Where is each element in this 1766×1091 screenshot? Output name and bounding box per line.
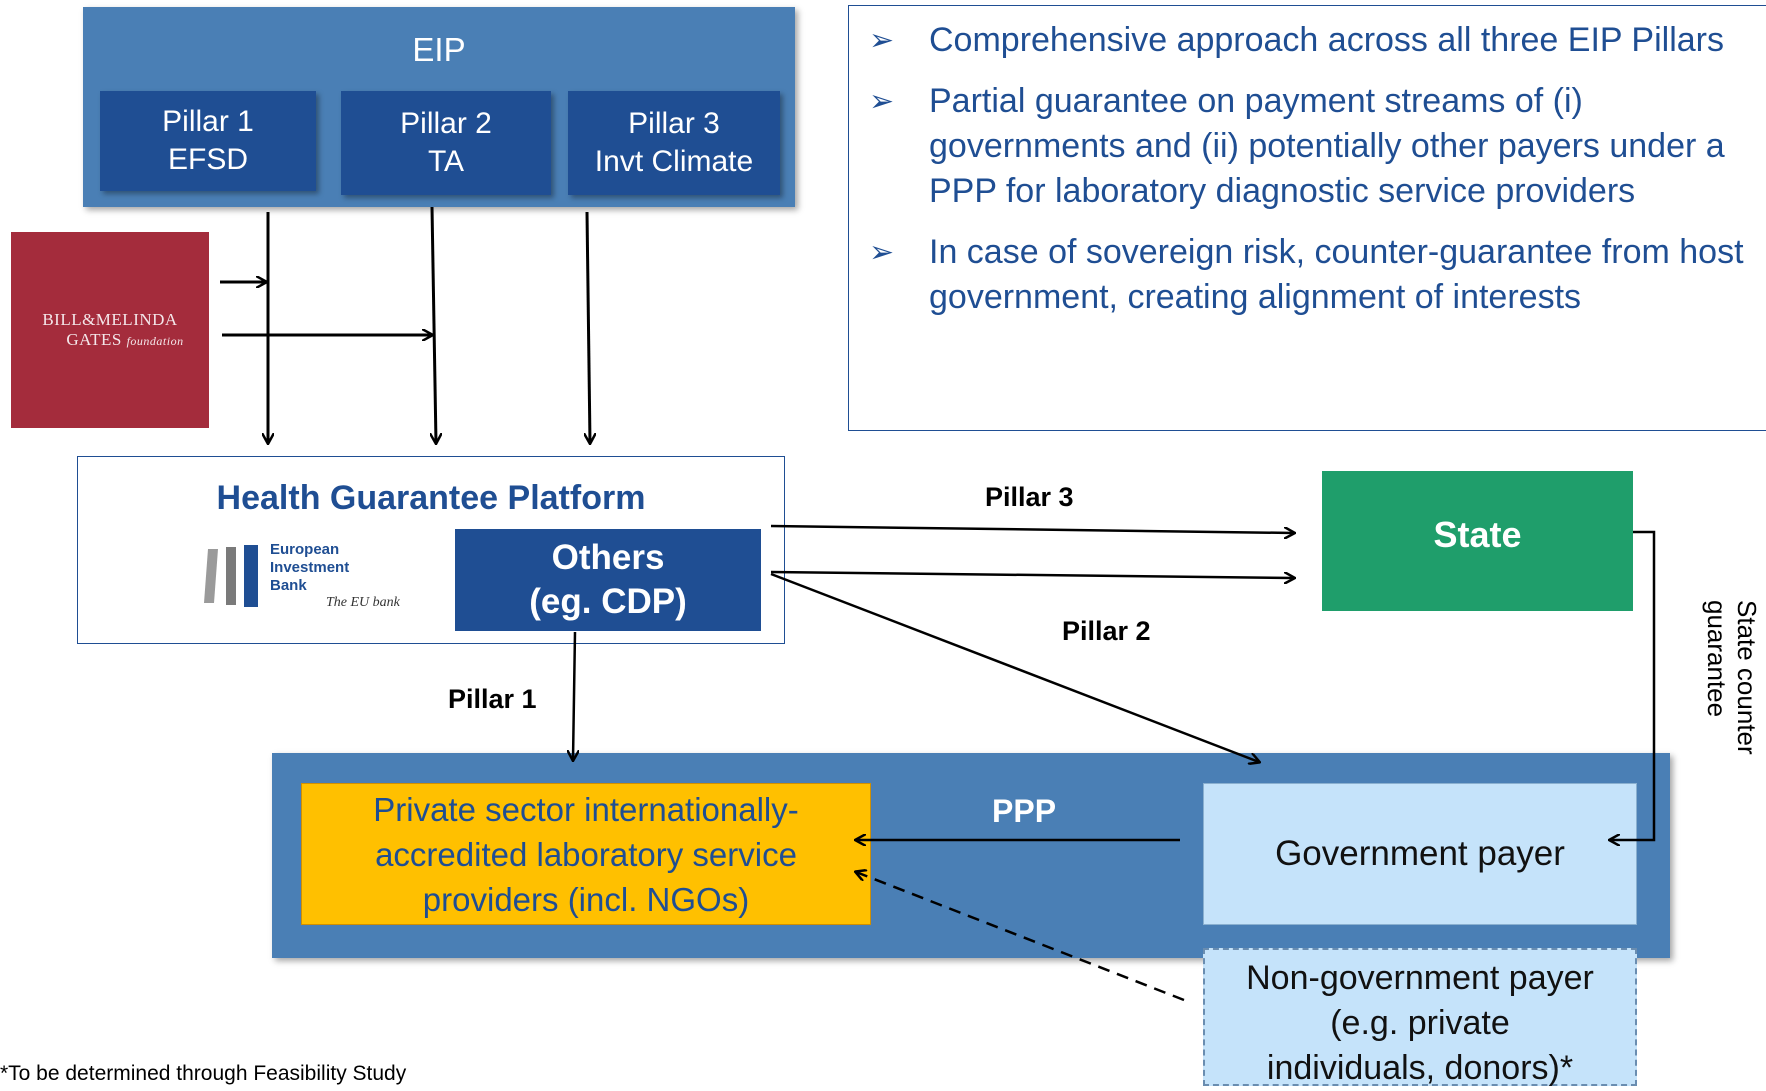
- arrow-bullet-icon: ➢: [869, 85, 895, 118]
- eip-container: EIP Pillar 1 EFSD Pillar 2 TA Pillar 3 I…: [83, 7, 795, 207]
- pillar-2-label: Pillar 2: [400, 107, 492, 140]
- arrow-pillar2-to-hgp: [432, 206, 436, 443]
- private-line1: Private sector internationally-: [373, 790, 799, 828]
- private-line2: accredited laboratory service: [375, 835, 797, 873]
- private-providers-box: Private sector internationally- accredit…: [301, 783, 871, 925]
- arrow-bullet-icon: ➢: [869, 24, 895, 57]
- pillar-2-box: Pillar 2 TA: [341, 91, 551, 195]
- state-label: State: [1433, 514, 1522, 555]
- pillar-2-flow-label: Pillar 2: [1062, 616, 1151, 646]
- state-counter-guarantee-label: State counter guarantee: [1702, 600, 1762, 755]
- arrow-hgp-to-state: [770, 570, 1294, 578]
- bullet-item: ➢In case of sovereign risk, counter-guar…: [849, 230, 1766, 320]
- health-guarantee-platform: Health Guarantee Platform European Inves…: [77, 456, 785, 644]
- gates-logo-line2: GATES foundation: [66, 330, 184, 349]
- private-line3: providers (incl. NGOs): [422, 880, 750, 918]
- eip-title: EIP: [412, 31, 466, 68]
- pillar-3-label: Pillar 3: [628, 107, 720, 140]
- footnote: *To be determined through Feasibility St…: [0, 1062, 407, 1085]
- arrow-state-counter-guarantee: [1610, 530, 1656, 840]
- others-box: Others (eg. CDP): [455, 529, 761, 631]
- state-box: State: [1322, 471, 1633, 611]
- hgp-title: Health Guarantee Platform: [216, 479, 646, 517]
- others-sub: (eg. CDP): [529, 582, 687, 621]
- gates-foundation-logo: BILL&MELINDA GATES foundation: [11, 232, 209, 428]
- pillar-1-label: Pillar 1: [162, 105, 254, 138]
- pillar-2-sub: TA: [427, 145, 465, 178]
- non-government-payer-box: Non-government payer (e.g. private indiv…: [1203, 948, 1637, 1087]
- pillar-1-sub: EFSD: [167, 143, 248, 176]
- eib-mark-icon: [204, 545, 258, 607]
- pillar-1-box: Pillar 1 EFSD: [100, 91, 316, 191]
- pillar-3-box: Pillar 3 Invt Climate: [568, 91, 780, 195]
- eib-name: European Investment Bank: [270, 541, 350, 594]
- eib-tagline: The EU bank: [326, 595, 400, 610]
- arrow-pillar3-to-hgp: [587, 211, 590, 443]
- arrow-bullet-icon: ➢: [869, 236, 895, 269]
- government-payer-label: Government payer: [1275, 834, 1565, 873]
- arrow-nongov-to-private: [856, 872, 1185, 1002]
- nongov-line2: (e.g. private: [1330, 1004, 1510, 1042]
- gates-logo-line1: BILL&MELINDA: [42, 310, 178, 329]
- pillar-3-flow-label: Pillar 3: [985, 482, 1074, 512]
- nongov-line3: individuals, donors)*: [1266, 1049, 1574, 1087]
- arrow-hgp-to-government-payer: [770, 572, 1259, 762]
- pillar-3-sub: Invt Climate: [594, 145, 754, 178]
- key-points-box: ➢Comprehensive approach across all three…: [848, 5, 1766, 431]
- arrow-others-to-private: [573, 631, 575, 760]
- pillar-1-flow-label: Pillar 1: [448, 684, 537, 714]
- arrow-hgp-to-state-pillar3: [770, 524, 1294, 533]
- eib-logo: European Investment Bank The EU bank: [202, 541, 422, 621]
- others-label: Others: [551, 538, 665, 577]
- bullet-item: ➢Comprehensive approach across all three…: [849, 18, 1766, 63]
- government-payer-box: Government payer: [1203, 783, 1637, 925]
- bullet-item: ➢Partial guarantee on payment streams of…: [849, 79, 1766, 214]
- nongov-line1: Non-government payer: [1246, 959, 1594, 997]
- ppp-title: PPP: [992, 793, 1057, 829]
